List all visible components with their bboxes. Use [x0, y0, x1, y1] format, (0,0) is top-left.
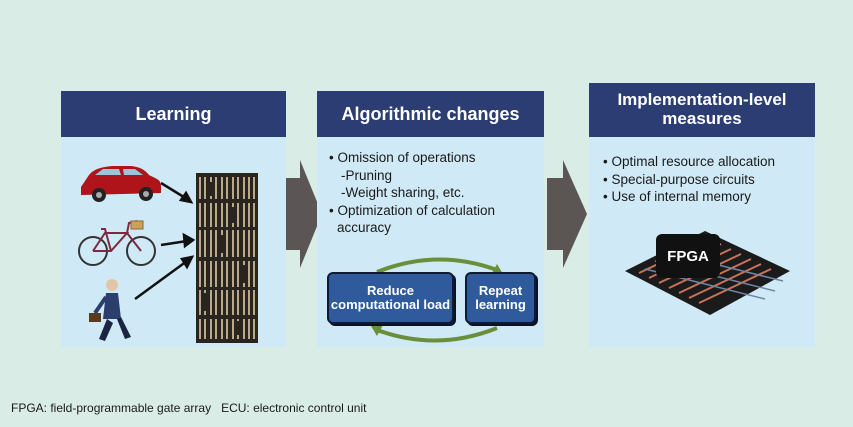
car-icon	[81, 166, 161, 202]
reduce-computational-load-box: Reduce computational load	[327, 272, 454, 324]
flow-arrow-2	[547, 160, 587, 268]
bullet-accuracy: accuracy	[337, 220, 392, 236]
algorithmic-changes-header: Algorithmic changes	[317, 91, 544, 137]
learning-header: Learning	[61, 91, 286, 137]
bullet-optimization: • Optimization of calculation	[329, 202, 496, 218]
implementation-header: Implementation-level measures	[589, 83, 815, 137]
input-arrows	[134, 181, 196, 301]
server-rack-icon	[196, 173, 258, 343]
bicycle-icon	[78, 220, 156, 266]
fpga-chip: FPGA	[656, 234, 720, 278]
bullet-weight-sharing: -Weight sharing, etc.	[341, 185, 465, 201]
algorithmic-changes-list: • Omission of operations -Pruning -Weigh…	[329, 149, 539, 237]
repeat-learning-box: Repeat learning	[465, 272, 536, 324]
bullet-omission: • Omission of operations	[329, 150, 476, 165]
learning-panel: Learning	[61, 91, 286, 347]
learning-illustration	[78, 166, 258, 343]
flow-arrow-1	[286, 160, 322, 268]
footnote-caption: FPGA: field-programmable gate array ECU:…	[11, 401, 367, 415]
bullet-special-circuits: • Special-purpose circuits	[603, 171, 755, 187]
implementation-list: • Optimal resource allocation • Special-…	[603, 153, 813, 206]
bullet-resource-allocation: • Optimal resource allocation	[603, 154, 776, 169]
walking-person-icon	[89, 279, 131, 341]
bullet-internal-memory: • Use of internal memory	[603, 189, 752, 205]
implementation-panel: Implementation-level measures • Optimal …	[589, 83, 815, 347]
bullet-pruning: -Pruning	[341, 167, 393, 183]
